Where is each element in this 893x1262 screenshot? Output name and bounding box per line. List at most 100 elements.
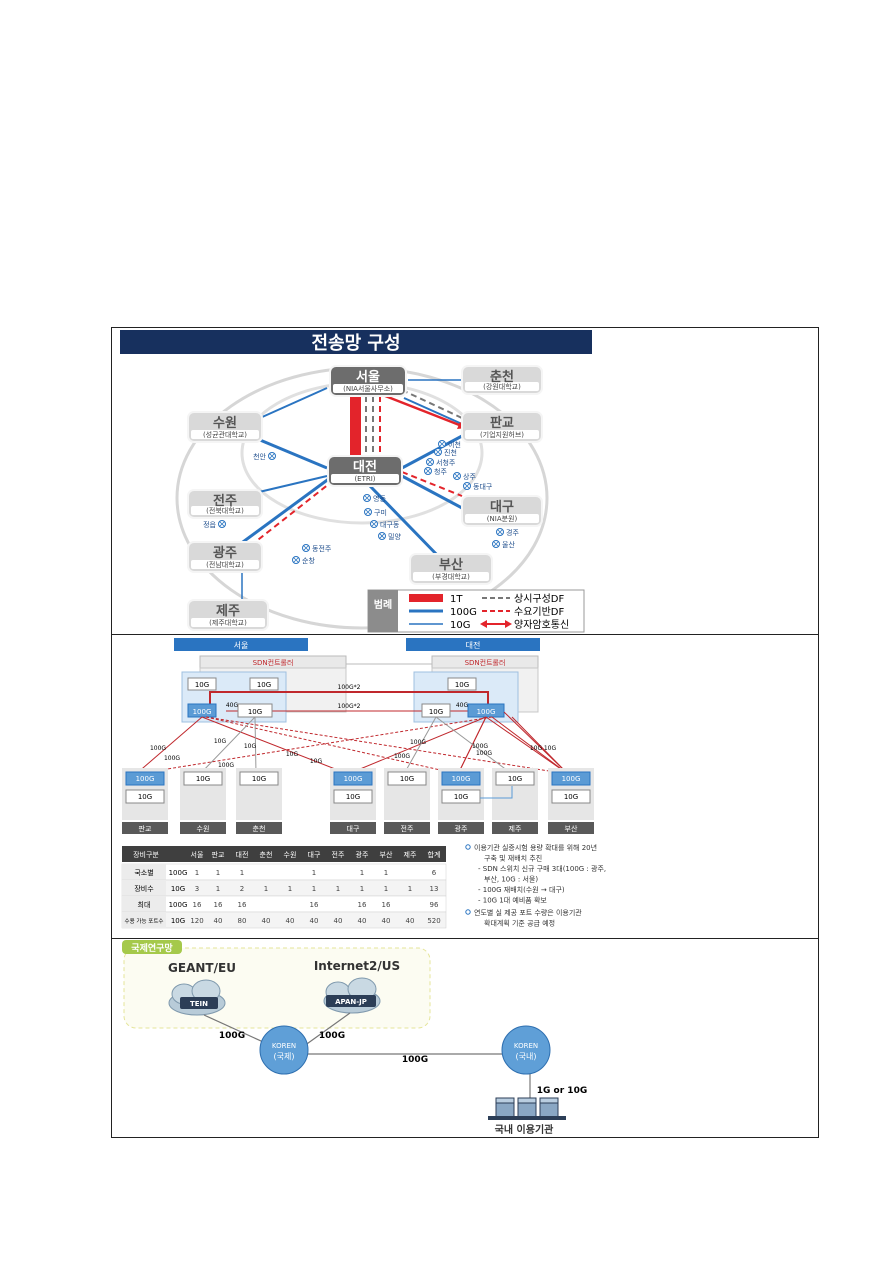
table-cell: 520 [427, 917, 440, 925]
link-label-40g-seoul: 40G [226, 702, 239, 709]
table-cell: 16 [214, 901, 223, 909]
branch-label: 10G [286, 751, 299, 758]
svg-text:(NIA서울사무소): (NIA서울사무소) [343, 384, 393, 393]
table-cell: 6 [432, 869, 437, 877]
table-cell: 1 [264, 885, 268, 893]
svg-text:10G: 10G [195, 681, 209, 689]
apan-label: APAN-JP [335, 998, 367, 1006]
table-cell: 16 [310, 901, 319, 909]
branch-label: 10G [244, 743, 257, 750]
geant-label: GEANT/EU [168, 961, 236, 975]
table-header: 서울 [191, 850, 204, 859]
relay-11: 경주 [496, 528, 519, 537]
table-cell: 40 [406, 917, 415, 925]
svg-text:천안: 천안 [253, 452, 266, 461]
table-cell: 40 [286, 917, 295, 925]
legend-100g: 100G [450, 607, 477, 618]
svg-text:(부경대학교): (부경대학교) [432, 572, 470, 581]
svg-text:동대구: 동대구 [473, 483, 493, 491]
svg-text:10G: 10G [138, 793, 152, 801]
table-header: 광주 [356, 851, 369, 859]
figure-frame: 전송망 구성 서울(NIA서울사무소)춘천(강원대학교)수원(성균관대학교)판교… [111, 327, 819, 1138]
svg-text:(성균관대학교): (성균관대학교) [203, 430, 247, 439]
svg-text:서울: 서울 [356, 369, 380, 385]
svg-text:상주: 상주 [463, 472, 476, 481]
site-name: 판교 [139, 824, 152, 833]
svg-text:이천: 이천 [448, 440, 461, 449]
svg-text:10G: 10G [196, 775, 210, 783]
svg-text:제주: 제주 [216, 604, 240, 619]
site-name: 대구 [347, 825, 360, 833]
svg-text:서청주: 서청주 [436, 458, 456, 467]
note-line: - 100G 재배치(수원 → 대구) [478, 885, 565, 894]
note-line: 구축 및 재배치 추진 [484, 854, 542, 863]
cloud-icon: APAN-JP [323, 977, 381, 1014]
sdn-topology: 서울 대전 SDN컨트롤러 SDN컨트롤러 100G*2 100G*2 40G … [121, 638, 606, 929]
branch-label: 10G [544, 745, 557, 752]
svg-text:(전남대학교): (전남대학교) [206, 560, 244, 569]
table-cell: 40 [358, 917, 367, 925]
table-cell: 1 [240, 869, 244, 877]
table-group: 최대 [138, 900, 151, 909]
divider [112, 634, 818, 635]
table-cell: 1 [360, 869, 364, 877]
svg-text:구미: 구미 [374, 508, 387, 517]
svg-text:판교: 판교 [490, 415, 514, 431]
table-cell: 80 [238, 917, 247, 925]
link-label-40g-daejeon: 40G [456, 702, 469, 709]
svg-text:10G: 10G [248, 708, 262, 716]
svg-text:수원: 수원 [213, 416, 237, 431]
node-daegu: 대구(NIA분원) [461, 495, 543, 527]
svg-text:10G: 10G [508, 775, 522, 783]
legend-1t: 1T [450, 594, 463, 605]
relay-7: 영동 [363, 494, 386, 503]
svg-text:100G: 100G [562, 775, 581, 783]
note-line: 확대계획 기준 공급 예정 [484, 919, 555, 928]
relay-3: 서청주 [426, 458, 456, 467]
table-header: 수원 [284, 850, 297, 859]
table-header: 전주 [332, 850, 345, 859]
svg-text:10G: 10G [454, 793, 468, 801]
table-cell: 40 [334, 917, 343, 925]
site-name: 춘천 [253, 824, 266, 833]
legend-demand-df: 수요기반DF [514, 606, 565, 618]
svg-text:광주: 광주 [213, 546, 237, 561]
table-cell: 13 [430, 885, 439, 893]
table-sub: 100G [169, 869, 188, 877]
internet2-label: Internet2/US [314, 959, 400, 973]
svg-text:KOREN: KOREN [514, 1042, 538, 1050]
link-100g-koren: 100G [402, 1055, 428, 1065]
section1-title: 전송망 구성 [311, 333, 400, 354]
link-1t [350, 396, 361, 458]
site-name: 부산 [565, 824, 578, 833]
node-pangyo: 판교(기업지원허브) [461, 411, 543, 443]
legend-quantum: 양자암호통신 [514, 619, 569, 631]
svg-text:(전북대학교): (전북대학교) [206, 506, 244, 515]
svg-text:순창: 순창 [302, 557, 315, 565]
legend-title: 범례 [374, 598, 392, 611]
svg-text:(ETRI): (ETRI) [354, 475, 375, 483]
table-header: 대전 [236, 850, 249, 859]
table-cell: 1 [408, 885, 412, 893]
note-line: - 10G 1대 예비품 확보 [478, 896, 547, 905]
table-header: 제주 [404, 851, 417, 859]
svg-text:춘천: 춘천 [490, 370, 514, 385]
relay-9: 대구동 [370, 520, 400, 529]
svg-text:KOREN: KOREN [272, 1042, 296, 1050]
server-icon [488, 1097, 566, 1120]
controller-daejeon: SDN컨트롤러 [465, 658, 506, 667]
table-cell: 1 [336, 885, 340, 893]
table-cell: 2 [240, 885, 244, 893]
region-seoul: 서울 [234, 641, 249, 650]
cloud-icon: TEIN [168, 979, 226, 1016]
relay-12: 울산 [492, 540, 515, 549]
title-bar [120, 330, 592, 354]
table-cell: 1 [195, 869, 199, 877]
svg-text:대전: 대전 [353, 459, 377, 475]
svg-text:100G: 100G [477, 708, 496, 716]
table-cell: 16 [193, 901, 202, 909]
